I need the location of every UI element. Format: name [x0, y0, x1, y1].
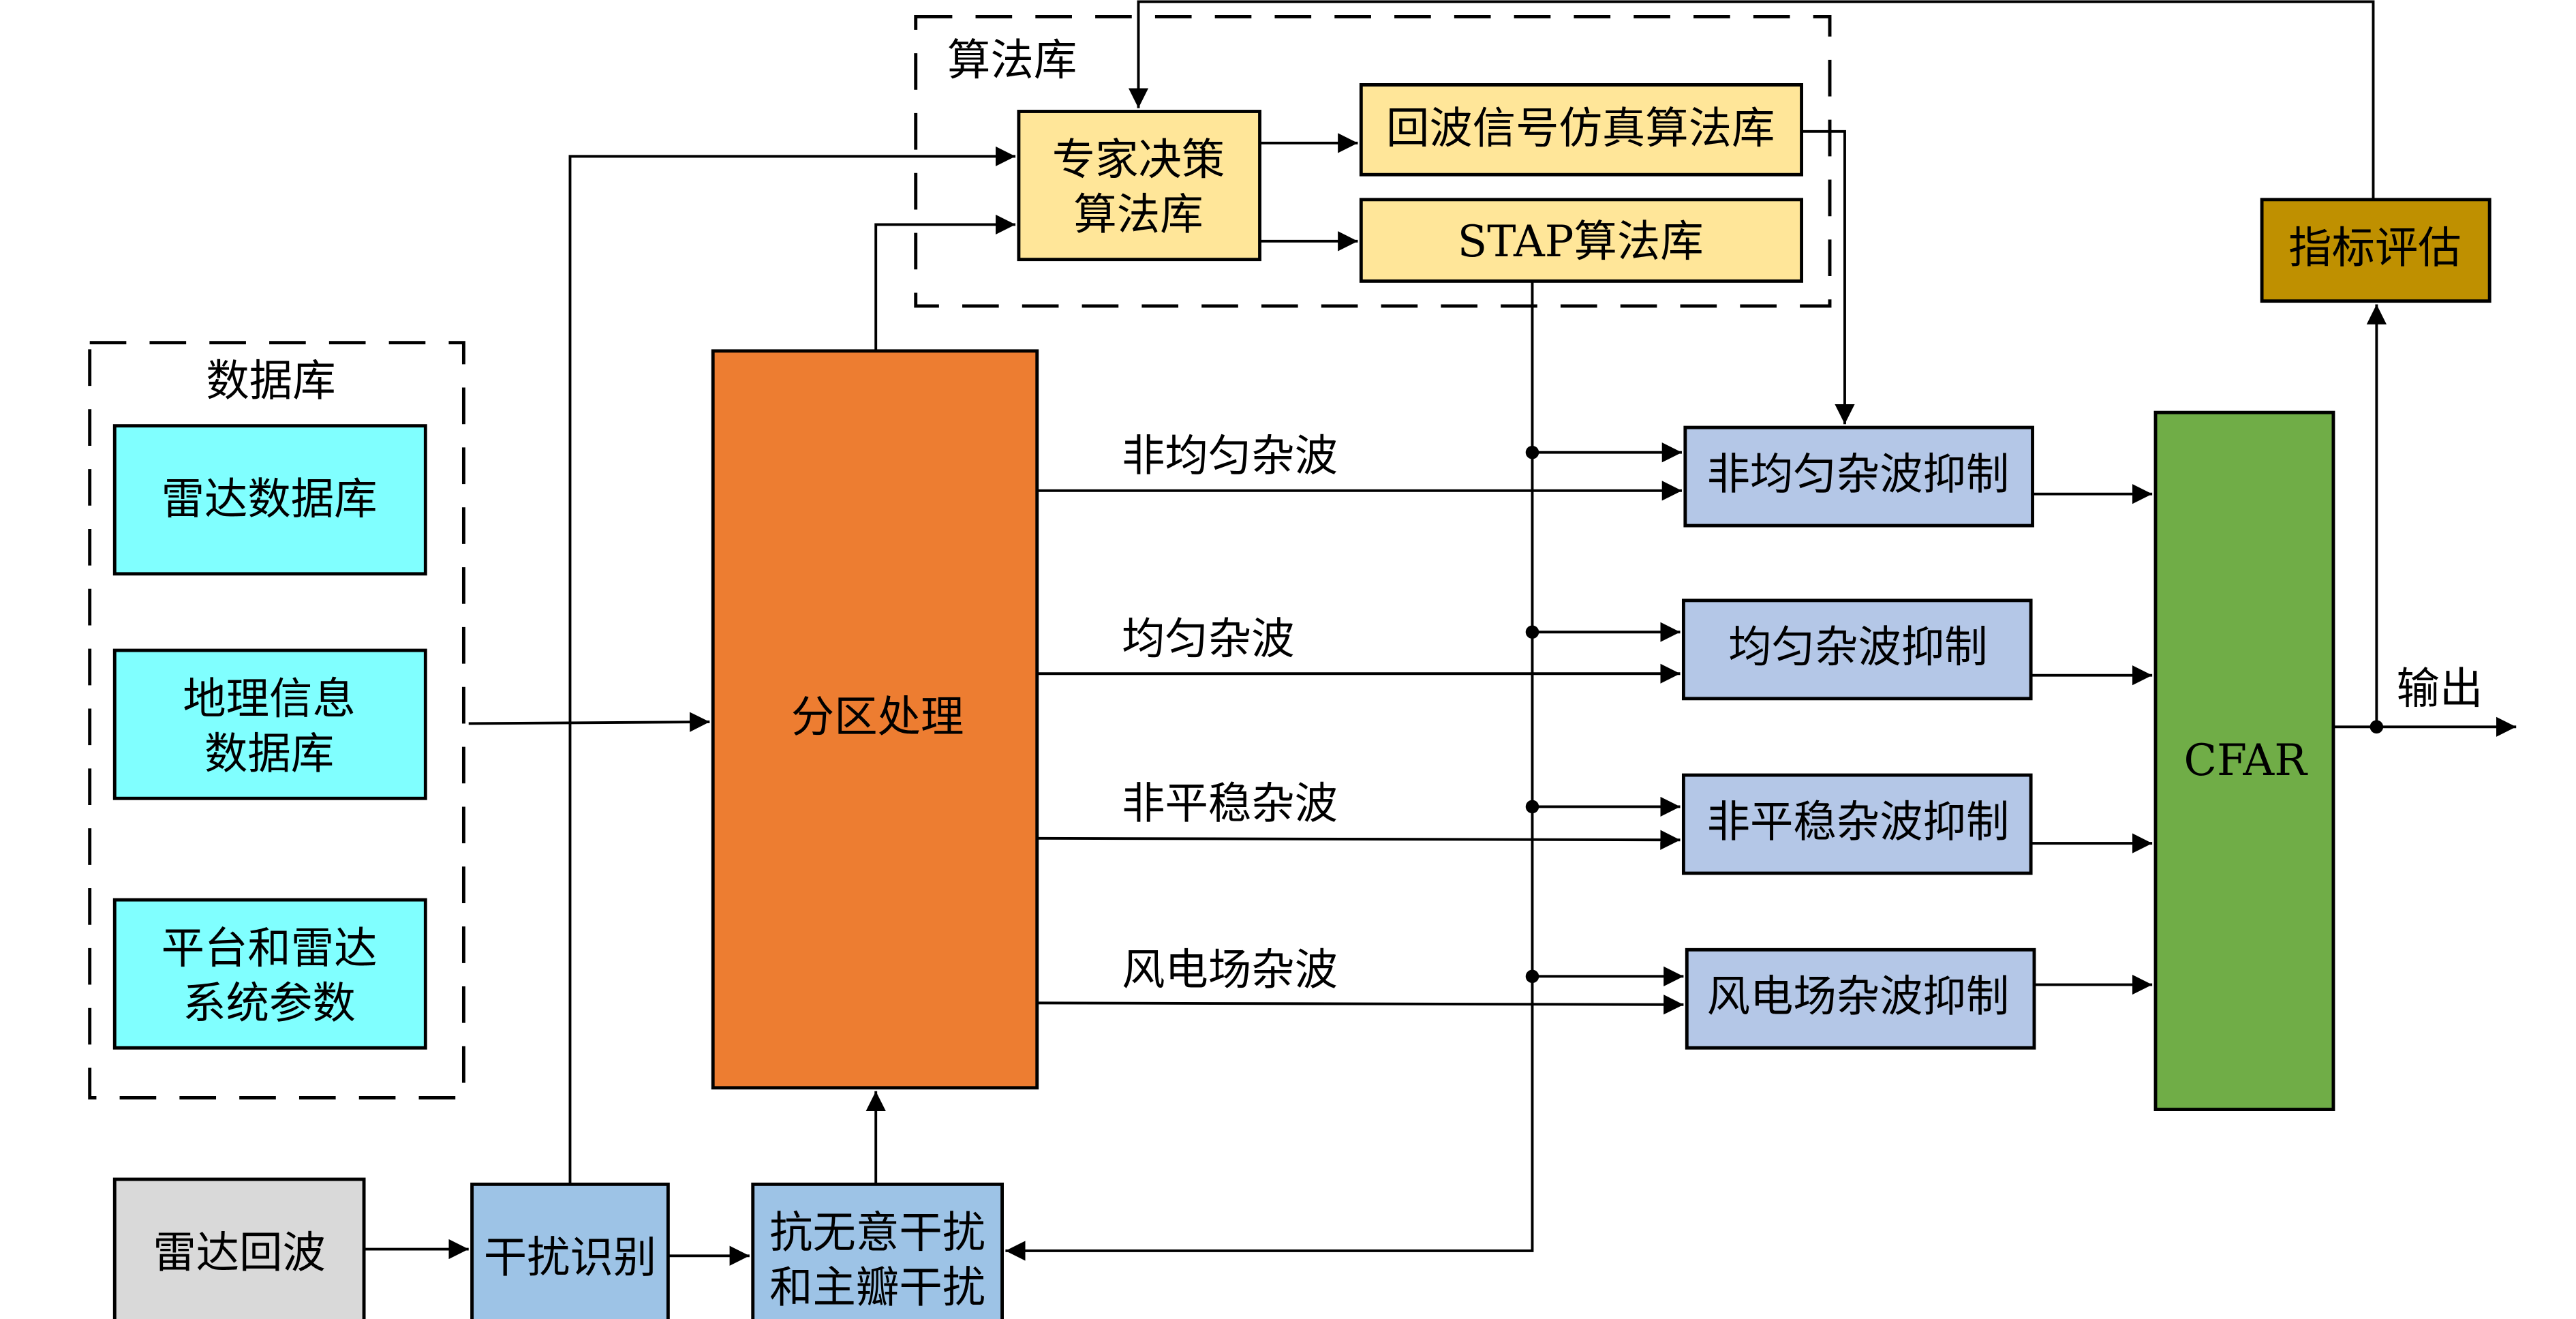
- nonstationary-suppression-box[interactable]: 非平稳杂波抑制: [1681, 773, 2033, 875]
- radar-echo-label: 雷达回波: [153, 1227, 326, 1277]
- evaluation-box[interactable]: 指标评估: [2260, 198, 2491, 303]
- stap-box[interactable]: STAP算法库: [1359, 198, 1803, 283]
- expert-decision-label-line2: 算法库: [1073, 189, 1203, 240]
- partition-processing-label: 分区处理: [791, 692, 964, 742]
- uniform-suppression-label: 均匀杂波抑制: [1728, 622, 1987, 672]
- echo-simulation-box[interactable]: 回波信号仿真算法库: [1359, 83, 1803, 177]
- windfarm-suppression-box[interactable]: 风电场杂波抑制: [1685, 947, 2036, 1050]
- radar-database-box[interactable]: 雷达数据库: [112, 424, 427, 576]
- arrow-partition-to-expert: [874, 214, 1016, 351]
- cfar-label: CFAR: [2183, 735, 2308, 785]
- geo-database-label-line2: 数据库: [204, 728, 334, 778]
- echo-simulation-label: 回波信号仿真算法库: [1386, 103, 1775, 153]
- arrow-evaluation-to-expert: [1128, 0, 2375, 200]
- platform-params-label-line1: 平台和雷达: [162, 923, 378, 973]
- edge-label-output: 输出: [2397, 663, 2483, 714]
- edge-label-windfarm: 风电场杂波: [1122, 945, 1338, 995]
- arrow-identify-to-expert: [568, 146, 1016, 1185]
- junction-dot: [1525, 969, 1539, 984]
- nonuniform-suppression-box[interactable]: 非均匀杂波抑制: [1683, 425, 2034, 528]
- arrow-stap-to-antijam: [1005, 281, 1534, 1261]
- arrow-database-to-partition: [468, 712, 710, 732]
- nonuniform-suppression-label: 非均匀杂波抑制: [1707, 449, 2010, 499]
- arrow-partition-to-nonstationary: [1037, 830, 1681, 850]
- database-group-border: [88, 341, 465, 1100]
- edge-label-uniform: 均匀杂波: [1122, 613, 1295, 664]
- geo-database-label-line1: 地理信息: [183, 673, 356, 724]
- anti-jamming-label-line1: 抗无意干扰: [769, 1207, 985, 1258]
- radar-echo-box[interactable]: 雷达回波: [112, 1177, 366, 1319]
- anti-jamming-box[interactable]: 抗无意干扰 和主瓣干扰: [751, 1182, 1004, 1319]
- partition-processing-box[interactable]: 分区处理: [711, 349, 1039, 1090]
- algorithm-group-label: 算法库: [947, 35, 1077, 85]
- edge-label-nonstationary: 非平稳杂波: [1122, 778, 1338, 829]
- anti-jamming-label-line2: 和主瓣干扰: [769, 1262, 985, 1313]
- arrow-partition-to-windfarm: [1037, 995, 1684, 1015]
- junction-dot: [1525, 800, 1539, 814]
- stap-label: STAP算法库: [1458, 216, 1704, 267]
- evaluation-label: 指标评估: [2288, 223, 2462, 273]
- junction-dot: [1525, 625, 1539, 639]
- arrow-echosim-to-nonuniform: [1801, 130, 1855, 425]
- radar-database-label: 雷达数据库: [162, 474, 378, 524]
- platform-params-box[interactable]: 平台和雷达 系统参数: [112, 898, 427, 1050]
- cfar-box[interactable]: CFAR: [2153, 410, 2335, 1111]
- junction-dot: [1525, 445, 1539, 459]
- windfarm-suppression-label: 风电场杂波抑制: [1707, 971, 2010, 1022]
- platform-params-label-line2: 系统参数: [183, 977, 356, 1028]
- geo-database-box[interactable]: 地理信息 数据库: [112, 648, 427, 800]
- database-group-label: 数据库: [206, 356, 335, 406]
- connectors: [364, 0, 2517, 1266]
- jam-identify-label: 干扰识别: [484, 1232, 657, 1283]
- nonstationary-suppression-label: 非平稳杂波抑制: [1707, 796, 2010, 847]
- jam-identify-box[interactable]: 干扰识别: [470, 1182, 670, 1319]
- expert-decision-box[interactable]: 专家决策 算法库: [1017, 110, 1261, 262]
- expert-decision-label-line1: 专家决策: [1052, 134, 1225, 185]
- edge-label-nonuniform: 非均匀杂波: [1122, 431, 1338, 481]
- uniform-suppression-box[interactable]: 均匀杂波抑制: [1681, 598, 2033, 701]
